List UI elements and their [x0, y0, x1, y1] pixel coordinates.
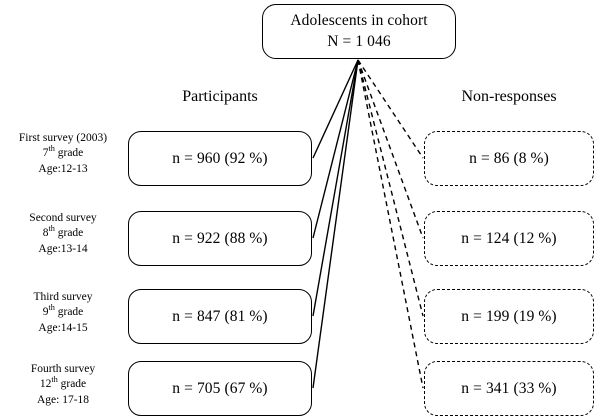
cohort-title: Adolescents in cohort	[290, 12, 428, 30]
row-label-age: Age: 17-18	[36, 393, 90, 406]
row-label-grade: 7th grade	[0, 144, 126, 161]
nonresponses-value: n = 86 (8 %)	[469, 149, 549, 167]
nonresponses-node-row-2: n = 124 (12 %)	[424, 211, 594, 266]
grade-word: grade	[57, 378, 87, 391]
participants-node-row-3: n = 847 (81 %)	[128, 289, 312, 344]
row-label-age: Age:13-14	[38, 242, 88, 255]
row-label-first-survey: First survey (2003) 7th grade Age:12-13	[0, 131, 126, 177]
row-label-grade: 9th grade	[0, 303, 126, 320]
row-label-survey: Second survey	[29, 212, 97, 224]
nonresponses-value: n = 124 (12 %)	[461, 229, 557, 247]
participants-node-row-4: n = 705 (67 %)	[128, 361, 312, 416]
nonresponses-value: n = 341 (33 %)	[461, 379, 557, 397]
grade-suffix: th	[48, 224, 55, 234]
grade-number: 9	[42, 306, 49, 319]
row-label-grade: 12th grade	[0, 375, 126, 392]
cohort-count: N = 1 046	[327, 32, 391, 50]
grade-word: grade	[54, 306, 84, 319]
row-label-grade: 8th grade	[0, 224, 126, 241]
connector-participants-2	[312, 59, 359, 239]
grade-suffix: th	[48, 144, 55, 154]
row-label-fourth-survey: Fourth survey 12th grade Age: 17-18	[0, 362, 126, 408]
connector-nonresponses-2	[357, 59, 424, 239]
connector-nonresponses-3	[357, 59, 424, 317]
grade-suffix: th	[51, 375, 58, 385]
row-label-survey: First survey (2003)	[18, 132, 108, 144]
participants-value: n = 847 (81 %)	[172, 307, 268, 325]
grade-word: grade	[54, 227, 84, 240]
row-label-age: Age:14-15	[38, 321, 88, 334]
row-label-second-survey: Second survey 8th grade Age:13-14	[0, 211, 126, 257]
grade-number: 7	[42, 147, 49, 160]
grade-suffix: th	[48, 303, 55, 313]
row-label-third-survey: Third survey 9th grade Age:14-15	[0, 290, 126, 336]
grade-word: grade	[54, 147, 84, 160]
connector-participants-3	[312, 59, 359, 317]
connector-participants-1	[312, 59, 359, 159]
nonresponses-node-row-3: n = 199 (19 %)	[424, 289, 594, 344]
participants-node-row-2: n = 922 (88 %)	[128, 211, 312, 266]
participants-node-row-1: n = 960 (92 %)	[128, 131, 312, 186]
cohort-node-text: Adolescents in cohort N = 1 046	[290, 11, 427, 51]
participants-value: n = 960 (92 %)	[172, 149, 268, 167]
grade-number: 12	[39, 378, 52, 391]
nonresponses-node-row-1: n = 86 (8 %)	[424, 131, 594, 186]
column-header-nonresponses: Non-responses	[461, 88, 557, 105]
connector-nonresponses-1	[357, 59, 424, 159]
connector-nonresponses-4	[357, 59, 424, 389]
nonresponses-node-row-4: n = 341 (33 %)	[424, 361, 594, 416]
column-header-participants: Participants	[182, 88, 258, 105]
participants-value: n = 705 (67 %)	[172, 379, 268, 397]
row-label-survey: Fourth survey	[30, 363, 96, 375]
row-label-survey: Third survey	[33, 291, 93, 303]
cohort-node: Adolescents in cohort N = 1 046	[262, 4, 456, 59]
row-label-age: Age:12-13	[38, 162, 88, 175]
participants-value: n = 922 (88 %)	[172, 229, 268, 247]
nonresponses-value: n = 199 (19 %)	[461, 307, 557, 325]
connector-participants-4	[312, 59, 359, 389]
grade-number: 8	[42, 227, 49, 240]
